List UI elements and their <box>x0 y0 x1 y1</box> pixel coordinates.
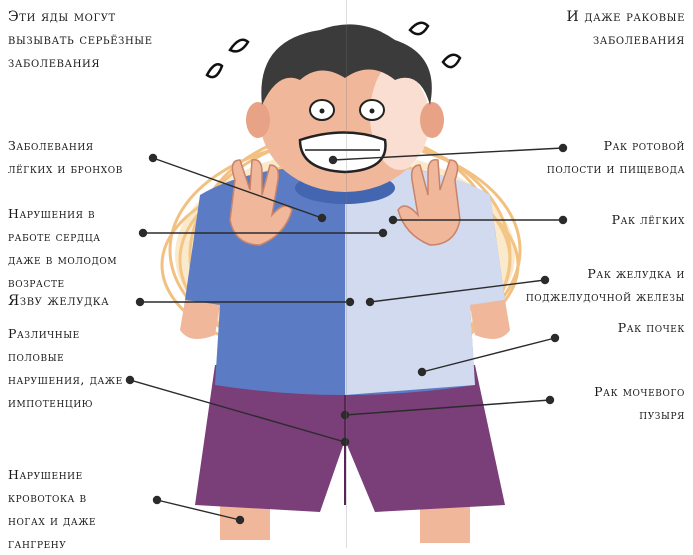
label-lungs: Заболевания лёгких и бронхов <box>8 134 123 180</box>
left-pupil <box>320 109 325 114</box>
dot-lungs-label <box>150 155 157 162</box>
sweat-drop-icon <box>207 64 222 77</box>
label-legs: Нарушение кровотока в ногах и даже гангр… <box>8 463 96 555</box>
sweat-drop-icon <box>443 55 460 67</box>
dot-lungs-body <box>319 215 326 222</box>
sweat-drop-icon <box>410 23 428 34</box>
left-arm <box>180 300 220 339</box>
label-heart: Нарушения в работе сердца даже в молодом… <box>8 202 117 294</box>
dot-stomach-cancer-body <box>367 299 374 306</box>
sweat-drop-icon <box>230 40 248 52</box>
heading-left: Эти яды могут вызывать серьёзные заболев… <box>8 6 153 75</box>
dot-lung-cancer-body <box>390 217 397 224</box>
label-lung-cancer: Рак лёгких <box>485 208 685 231</box>
dot-sexual-label <box>127 377 134 384</box>
right-pupil <box>370 109 375 114</box>
dot-mouth-body <box>330 157 337 164</box>
dot-ulcer-body <box>347 299 354 306</box>
label-sexual: Различные половые нарушения, даже импоте… <box>8 322 123 414</box>
dot-heart-body <box>380 230 387 237</box>
dot-ulcer-label <box>137 299 144 306</box>
left-ear <box>246 102 270 138</box>
dot-heart-label <box>140 230 147 237</box>
dot-legs-label <box>154 497 161 504</box>
label-kidney-cancer: Рак почек <box>485 316 685 339</box>
label-mouth-cancer: Рак ротовой полости и пищевода <box>485 134 685 180</box>
dot-kidney-cancer-body <box>419 369 426 376</box>
label-stomach-cancer: Рак желудка и поджелудочной железы <box>465 262 685 308</box>
page-fold <box>346 0 347 548</box>
heading-right: И даже раковые заболевания <box>495 6 685 52</box>
label-bladder-cancer: Рак мочевого пузыря <box>485 380 685 426</box>
dot-sexual-body <box>342 439 349 446</box>
dot-legs-body <box>237 517 244 524</box>
label-ulcer: Язву желудка <box>8 290 109 313</box>
dot-bladder-cancer-body <box>342 412 349 419</box>
right-ear <box>420 102 444 138</box>
